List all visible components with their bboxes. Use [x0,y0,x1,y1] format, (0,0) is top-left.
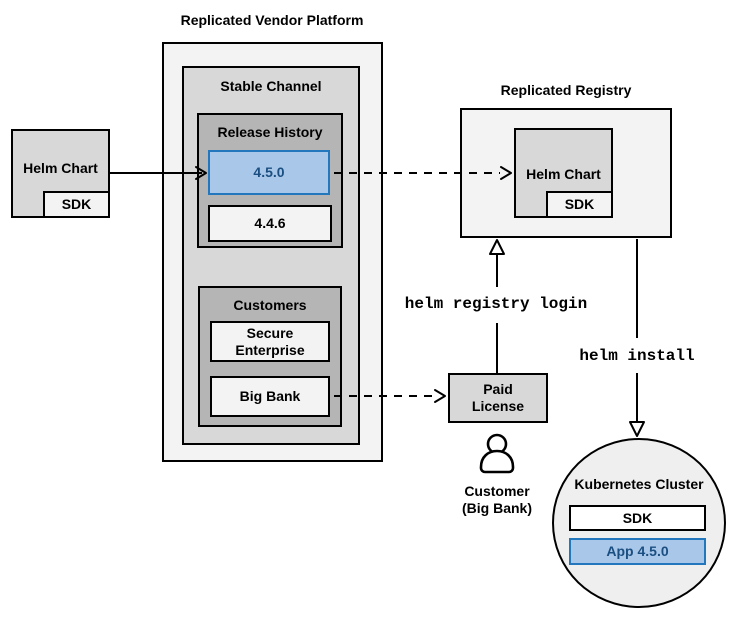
source-sdk-box: SDK [43,191,110,218]
customer-person-icon [479,433,515,474]
command-registry-login: helm registry login [404,295,588,313]
cluster-sdk-box: SDK [569,505,706,531]
customer-label-secure-enterprise: Secure Enterprise [235,324,305,358]
customers-label: Customers [233,297,307,313]
cluster-sdk-label: SDK [622,509,653,526]
registry-helm-chart-label: Helm Chart [526,166,601,182]
vendor-platform-title: Replicated Vendor Platform [180,12,364,28]
customer-caption-line1: Customer [464,483,530,499]
release-history-label: Release History [217,124,323,140]
release-version-label-450: 4.5.0 [253,164,285,180]
customer-caption-line2: (Big Bank) [462,500,532,516]
release-version-label-446: 4.4.6 [254,215,286,231]
paid-license-line1: Paid [483,381,513,397]
source-sdk-label: SDK [61,196,92,212]
customer-box-big-bank: Big Bank [210,376,330,417]
kubernetes-cluster-label: Kubernetes Cluster [574,476,704,492]
registry-sdk-label: SDK [564,196,595,212]
registry-sdk-box: SDK [546,191,613,218]
paid-license-line2: License [471,398,525,414]
cluster-app-label: App 4.5.0 [606,543,669,559]
paid-license-box: Paid License [448,373,548,423]
customer-label-big-bank: Big Bank [239,388,301,404]
release-version-box-446: 4.4.6 [208,205,332,242]
command-helm-install: helm install [579,347,695,365]
stable-channel-label: Stable Channel [220,78,322,94]
registry-title: Replicated Registry [500,82,632,98]
customer-box-secure-enterprise: Secure Enterprise [210,321,330,362]
arrow-registry-to-cluster [629,239,645,437]
release-version-box-450: 4.5.0 [208,150,330,195]
customer-caption: Customer (Big Bank) [447,483,547,517]
source-helm-chart-label: Helm Chart [23,160,98,176]
cluster-app-box: App 4.5.0 [569,538,706,565]
